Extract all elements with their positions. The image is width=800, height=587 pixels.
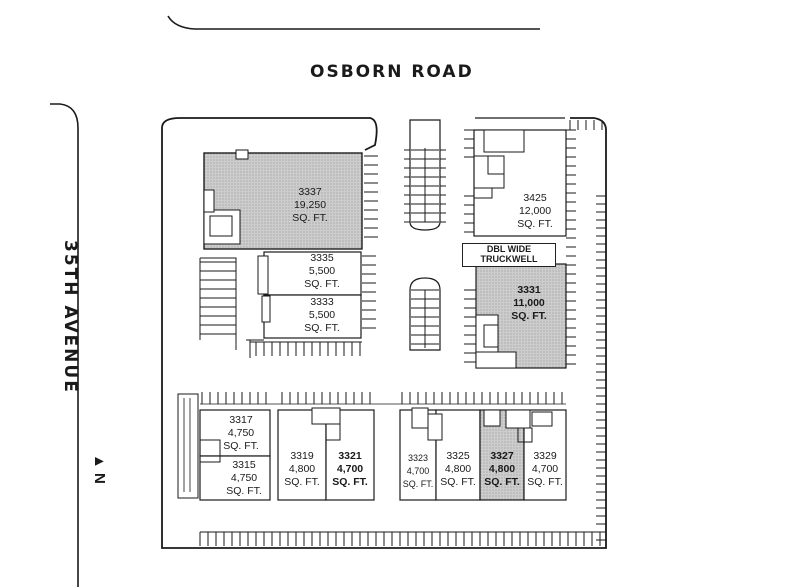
unit-label-3315: 3315 4,750 SQ. FT. [216, 459, 272, 498]
unit-number: 3319 [290, 450, 314, 462]
north-arrow: ▲ N [91, 454, 108, 494]
unit-area-unit: SQ. FT. [304, 278, 340, 290]
building-3317 [199, 409, 271, 457]
building-3319 [277, 409, 327, 501]
unit-area-unit: SQ. FT. [517, 218, 553, 230]
unit-number: 3327 [490, 450, 514, 462]
unit-label-3319: 3319 4,800 SQ. FT. [278, 450, 326, 489]
unit-number: 3337 [298, 186, 322, 198]
unit-area-unit: SQ. FT. [223, 440, 259, 452]
unit-label-3329: 3329 4,700 SQ. FT. [524, 450, 566, 489]
building-3325 [435, 409, 481, 501]
35th-avenue-curb [50, 103, 79, 587]
unit-number: 3425 [523, 192, 547, 204]
north-letter: N [91, 473, 108, 484]
unit-area-unit: SQ. FT. [304, 322, 340, 334]
unit-label-3425: 3425 12,000 SQ. FT. [500, 192, 570, 231]
unit-area-unit: SQ. FT. [284, 476, 320, 488]
unit-number: 3315 [232, 459, 256, 471]
unit-number: 3317 [229, 414, 253, 426]
truckwell-line-1: DBL WIDE [486, 244, 532, 254]
truckwell-line-2: TRUCKWELL [480, 254, 538, 264]
unit-label-3317: 3317 4,750 SQ. FT. [216, 414, 266, 453]
unit-number: 3321 [338, 450, 362, 462]
35th-avenue-label: 35TH AVENUE [60, 240, 80, 394]
unit-area: 5,500 [308, 309, 336, 321]
unit-number: 3329 [533, 450, 557, 462]
unit-number: 3335 [310, 252, 334, 264]
site-boundary [161, 117, 378, 151]
north-arrow-icon: ▲ [91, 454, 108, 469]
unit-area-unit: SQ. FT. [402, 479, 434, 489]
unit-area-unit: SQ. FT. [511, 310, 547, 322]
unit-label-3323: 3323 4,700 SQ. FT. [400, 452, 436, 491]
unit-area: 19,250 [293, 199, 327, 211]
unit-label-3331: 3331 11,000 SQ. FT. [494, 284, 564, 323]
unit-label-3333: 3333 5,500 SQ. FT. [292, 296, 352, 335]
unit-number: 3325 [446, 450, 470, 462]
unit-area: 4,750 [230, 472, 258, 484]
unit-area: 5,500 [308, 265, 336, 277]
unit-number: 3333 [310, 296, 334, 308]
unit-area: 4,750 [227, 427, 255, 439]
building-3321 [325, 409, 375, 501]
unit-area: 4,700 [406, 466, 430, 476]
truckwell-label: DBL WIDE TRUCKWELL [462, 243, 556, 267]
unit-area: 4,700 [336, 463, 364, 475]
unit-label-3337: 3337 19,250 SQ. FT. [280, 186, 340, 225]
unit-label-3325: 3325 4,800 SQ. FT. [436, 450, 480, 489]
building-3333 [263, 294, 362, 339]
unit-area: 4,800 [444, 463, 472, 475]
unit-area-unit: SQ. FT. [484, 476, 520, 488]
unit-area-unit: SQ. FT. [440, 476, 476, 488]
unit-area: 12,000 [518, 205, 552, 217]
unit-area: 11,000 [513, 297, 545, 309]
unit-area: 4,800 [288, 463, 316, 475]
unit-area-unit: SQ. FT. [292, 212, 328, 224]
unit-number: 3331 [517, 284, 541, 296]
parking-stalls [199, 120, 606, 546]
osborn-road-label: OSBORN ROAD [310, 62, 474, 82]
unit-area-unit: SQ. FT. [332, 476, 368, 488]
unit-area: 4,700 [531, 463, 559, 475]
unit-label-3327: 3327 4,800 SQ. FT. [480, 450, 524, 489]
unit-area: 4,800 [488, 463, 516, 475]
building-3315 [199, 455, 271, 501]
unit-area-unit: SQ. FT. [226, 485, 262, 497]
osborn-road-curb [167, 15, 540, 30]
unit-area-unit: SQ. FT. [527, 476, 563, 488]
unit-number: 3323 [407, 453, 429, 463]
unit-label-3335: 3335 5,500 SQ. FT. [292, 252, 352, 291]
unit-label-3321: 3321 4,700 SQ. FT. [326, 450, 374, 489]
